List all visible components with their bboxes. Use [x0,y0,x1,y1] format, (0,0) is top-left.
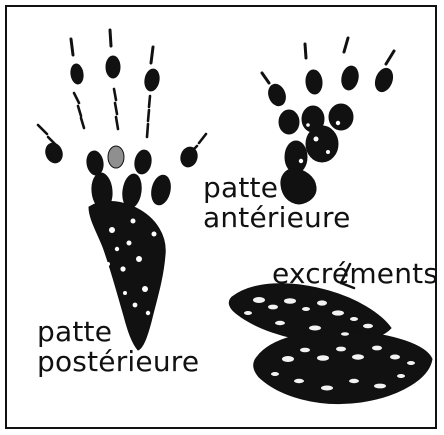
front-paw-label-line-1: patte [203,173,351,203]
illustration-frame: patte antérieure patte postérieure excré… [5,5,437,429]
hind-paw-label-line-2: postérieure [37,347,199,377]
droppings-label: excréments [272,259,437,289]
hind-footprint [38,30,206,350]
front-paw-label: patte antérieure [203,173,351,233]
front-paw-label-line-2: antérieure [203,203,351,233]
hind-paw-label: patte postérieure [37,317,199,377]
hind-paw-label-line-1: patte [37,317,199,347]
